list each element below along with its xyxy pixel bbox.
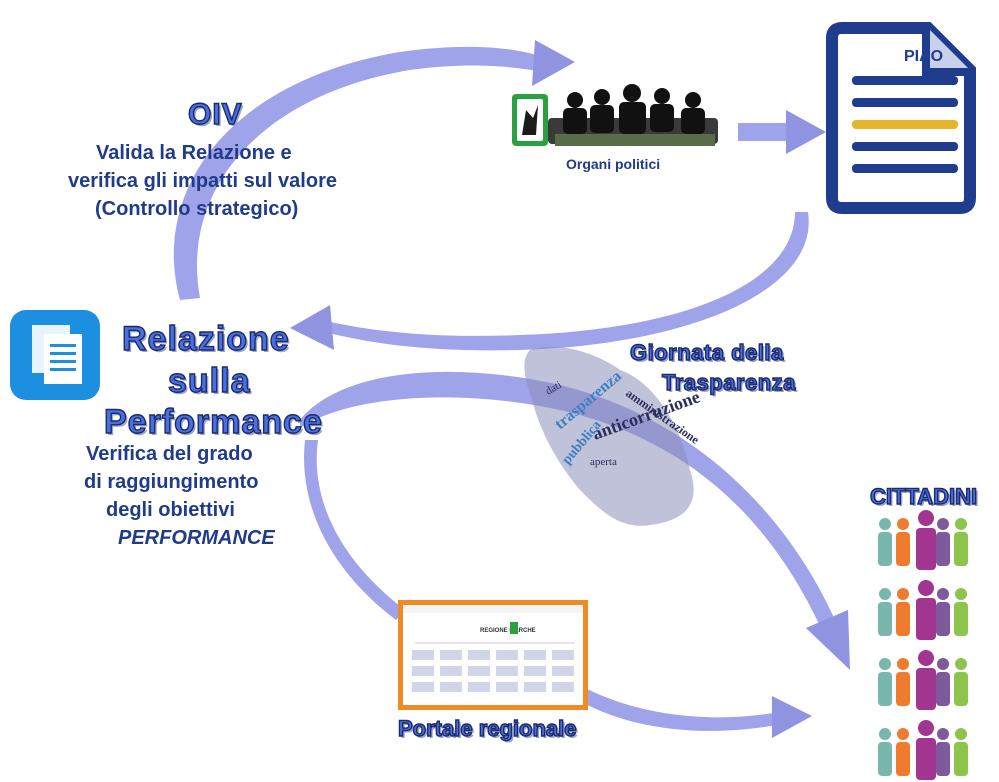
oiv-description-line2: verifica gli impatti sul valore [68,170,337,192]
arrow-to-cittadini [300,371,850,670]
arrow-portale-to-cittadini [578,688,812,738]
relazione-title-line1: Relazione [121,319,290,358]
people-group [878,720,968,780]
people-group [878,510,968,570]
giornata-label-line2: Trasparenza [661,369,796,395]
word-cloud-word: aperta [590,456,617,468]
relazione-title-line3: Performance [103,402,323,441]
oiv-description-line1: Valida la Relazione e [96,142,292,164]
portale-logo-text: REGIONE MARCHE [480,628,536,634]
cittadini-label: CITTADINI [869,483,978,509]
giornata-label-line1: Giornata della [629,339,784,365]
arrow-to-relazione [290,212,809,351]
arrow-to-piao [738,110,826,154]
cittadini-people-icon [878,510,968,780]
oiv-description-line3: (Controllo strategico) [95,198,299,220]
regione-marche-logo [512,94,548,146]
relazione-desc-line4: PERFORMANCE [118,527,275,549]
meeting-silhouettes-icon [548,84,718,146]
portale-screenshot-image: REGIONE MARCHE [398,600,588,710]
organi-politici-label: Organi politici [566,156,661,172]
relazione-desc-line1: Verifica del grado [86,443,253,465]
arrow-to-portale [304,440,405,620]
piao-label: PIAO [904,48,944,65]
arrow-to-organi [173,40,575,301]
portale-regionale-label: Portale regionale [397,715,577,741]
relazione-title-line2: sulla [167,361,251,400]
piao-document-icon [826,22,976,214]
oiv-title: OIV [187,97,243,131]
relazione-desc-line2: di raggiungimento [84,471,259,493]
trasparenza-word-cloud: trasparenza anticorruzione amministrazio… [524,346,703,526]
relazione-desc-line3: degli obiettivi [106,499,235,521]
relazione-document-icon [10,310,100,400]
people-group [878,580,968,640]
people-group [878,650,968,710]
